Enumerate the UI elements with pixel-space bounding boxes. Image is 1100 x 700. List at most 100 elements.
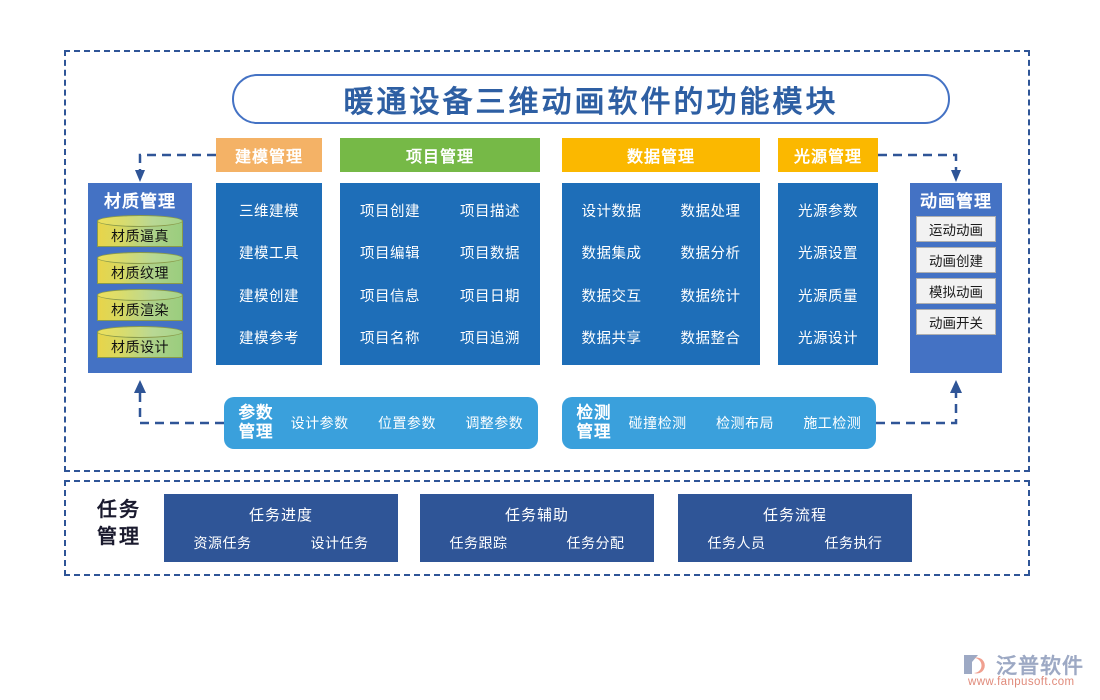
panel-item[interactable]: 项目编辑 (360, 246, 420, 263)
panel-row: 光源设计 (778, 317, 878, 360)
animation-item[interactable]: 模拟动画 (916, 278, 996, 304)
material-cylinder[interactable]: 材质渲染 (97, 289, 183, 323)
panel-row: 建模创建 (216, 274, 322, 317)
panel-item[interactable]: 项目创建 (360, 203, 420, 220)
material-item-label: 材质纹理 (111, 265, 169, 281)
task-item[interactable]: 任务分配 (566, 534, 625, 551)
panel-row: 光源设置 (778, 232, 878, 275)
brand-logo: 泛普软件 www.fanpusoft.com (962, 650, 1094, 694)
panel-item[interactable]: 数据分析 (680, 246, 741, 263)
task-group-assist: 任务辅助 任务跟踪 任务分配 (420, 494, 654, 562)
task-item[interactable]: 资源任务 (193, 534, 252, 551)
panel-item[interactable]: 数据集成 (581, 246, 642, 263)
animation-item[interactable]: 动画创建 (916, 247, 996, 273)
material-item-label: 材质渲染 (111, 302, 169, 318)
panel-item[interactable]: 项目追溯 (460, 331, 520, 348)
panel-row: 建模工具 (216, 232, 322, 275)
task-item[interactable]: 任务跟踪 (449, 534, 508, 551)
material-management-title: 材质管理 (104, 192, 176, 211)
parameter-label-line1: 参数 (238, 404, 274, 422)
panel-item[interactable]: 光源质量 (798, 288, 858, 305)
panel-item[interactable]: 项目描述 (460, 203, 520, 220)
panel-item[interactable]: 项目信息 (360, 288, 420, 305)
panel-row: 数据共享 数据整合 (562, 317, 760, 360)
panel-item[interactable]: 光源设计 (798, 331, 858, 348)
material-management-column: 材质管理 材质逼真 材质纹理 材质渲染 材质设计 (88, 183, 192, 373)
detection-item[interactable]: 碰撞检测 (628, 415, 687, 431)
panel-item[interactable]: 三维建模 (239, 203, 299, 220)
cylinder-top-icon (97, 326, 183, 338)
cylinder-top-icon (97, 215, 183, 227)
detection-items: 碰撞检测 检测布局 施工检测 (614, 413, 876, 433)
task-item[interactable]: 任务人员 (707, 534, 766, 551)
panel-item[interactable]: 数据统计 (680, 288, 741, 305)
task-management-label: 任务 管理 (78, 497, 160, 551)
animation-management-column: 动画管理 运动动画 动画创建 模拟动画 动画开关 (910, 183, 1002, 373)
material-cylinder[interactable]: 材质设计 (97, 326, 183, 360)
header-light-management[interactable]: 光源管理 (778, 138, 878, 172)
logo-url: www.fanpusoft.com (968, 676, 1075, 688)
panel-item[interactable]: 光源设置 (798, 246, 858, 263)
parameter-item[interactable]: 调整参数 (465, 415, 524, 431)
parameter-item[interactable]: 位置参数 (377, 415, 436, 431)
material-cylinder[interactable]: 材质纹理 (97, 252, 183, 286)
panel-row: 项目编辑 项目数据 (340, 232, 540, 275)
detection-label-line2: 管理 (576, 423, 612, 441)
diagram-title-box: 暖通设备三维动画软件的功能模块 (232, 74, 950, 124)
parameter-items: 设计参数 位置参数 调整参数 (276, 413, 538, 433)
panel-modeling: 三维建模 建模工具 建模创建 建模参考 (216, 183, 322, 365)
panel-item[interactable]: 项目名称 (360, 331, 420, 348)
panel-item[interactable]: 项目数据 (460, 246, 520, 263)
parameter-item[interactable]: 设计参数 (290, 415, 349, 431)
diagram-title: 暖通设备三维动画软件的功能模块 (343, 86, 839, 119)
panel-item[interactable]: 建模创建 (239, 288, 299, 305)
main-module-frame (64, 50, 1030, 472)
cylinder-top-icon (97, 289, 183, 301)
task-group-title: 任务流程 (762, 506, 827, 524)
fanpu-logo-icon (964, 655, 985, 674)
header-project-management[interactable]: 项目管理 (340, 138, 540, 172)
panel-row: 项目创建 项目描述 (340, 189, 540, 232)
task-label-line1: 任务 (97, 499, 141, 521)
panel-item[interactable]: 项目日期 (460, 288, 520, 305)
task-group-items: 资源任务 设计任务 (164, 533, 398, 553)
header-data-management[interactable]: 数据管理 (562, 138, 760, 172)
material-item-label: 材质设计 (111, 339, 169, 355)
panel-row: 三维建模 (216, 189, 322, 232)
task-label-line2: 管理 (97, 526, 141, 548)
panel-data: 设计数据 数据处理 数据集成 数据分析 数据交互 数据统计 数据共享 数据整合 (562, 183, 760, 365)
task-group-title: 任务辅助 (504, 506, 569, 524)
panel-row: 光源质量 (778, 274, 878, 317)
panel-item[interactable]: 设计数据 (581, 203, 642, 220)
panel-row: 建模参考 (216, 317, 322, 360)
task-group-flow: 任务流程 任务人员 任务执行 (678, 494, 912, 562)
panel-item[interactable]: 数据整合 (680, 331, 741, 348)
detection-item[interactable]: 施工检测 (803, 415, 862, 431)
panel-row: 项目信息 项目日期 (340, 274, 540, 317)
panel-item[interactable]: 数据共享 (581, 331, 642, 348)
detection-management-label: 检测 管理 (574, 404, 614, 442)
panel-item[interactable]: 数据交互 (581, 288, 642, 305)
panel-row: 数据集成 数据分析 (562, 232, 760, 275)
panel-item[interactable]: 数据处理 (680, 203, 741, 220)
task-group-items: 任务人员 任务执行 (678, 533, 912, 553)
parameter-label-line2: 管理 (238, 423, 274, 441)
panel-row: 设计数据 数据处理 (562, 189, 760, 232)
logo-name: 泛普软件 (996, 655, 1084, 678)
panel-item[interactable]: 光源参数 (798, 203, 858, 220)
parameter-management-row: 参数 管理 设计参数 位置参数 调整参数 (224, 397, 538, 449)
panel-item[interactable]: 建模工具 (239, 246, 299, 263)
animation-item[interactable]: 运动动画 (916, 216, 996, 242)
material-item-label: 材质逼真 (111, 228, 169, 244)
parameter-management-label: 参数 管理 (236, 404, 276, 442)
task-item[interactable]: 任务执行 (824, 534, 883, 551)
header-modeling-management[interactable]: 建模管理 (216, 138, 322, 172)
animation-item[interactable]: 动画开关 (916, 309, 996, 335)
task-item[interactable]: 设计任务 (310, 534, 369, 551)
material-cylinder[interactable]: 材质逼真 (97, 215, 183, 249)
cylinder-top-icon (97, 252, 183, 264)
panel-item[interactable]: 建模参考 (239, 331, 299, 348)
panel-project: 项目创建 项目描述 项目编辑 项目数据 项目信息 项目日期 项目名称 项目追溯 (340, 183, 540, 365)
panel-row: 项目名称 项目追溯 (340, 317, 540, 360)
detection-item[interactable]: 检测布局 (715, 415, 774, 431)
